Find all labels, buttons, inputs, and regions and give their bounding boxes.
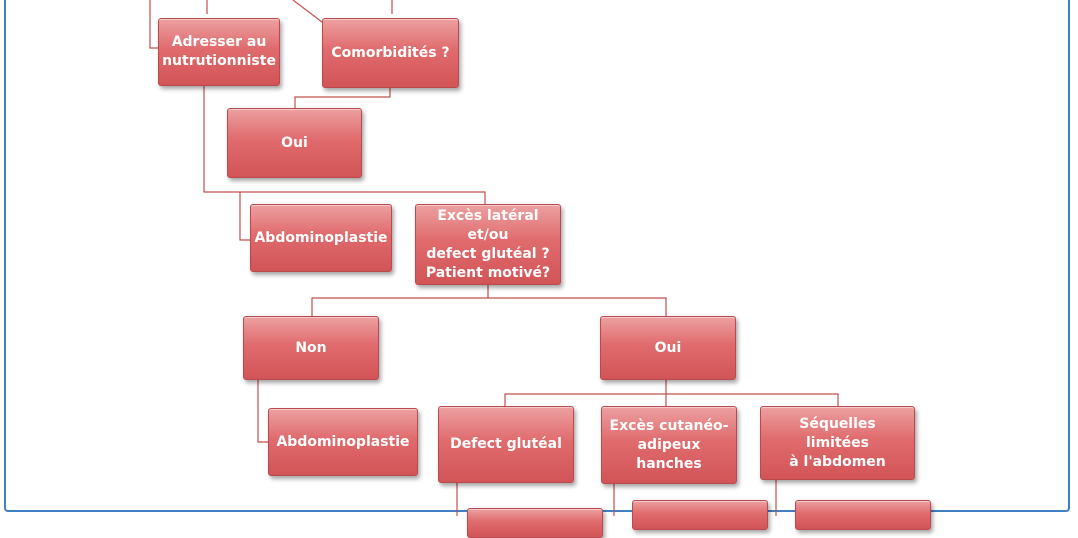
connector-lines (149, 0, 839, 516)
node-non-label: Non (295, 339, 327, 356)
node-sequelles: Séquelles limitées à l'abdomen (760, 406, 915, 480)
node-oui-2: Oui (600, 316, 736, 380)
node-oui-1: Oui (227, 108, 362, 178)
connector-non-abdominoplastie (257, 380, 268, 443)
node-non: Non (243, 316, 379, 380)
connector-top-left (149, 0, 158, 49)
connector-top-right (292, 0, 323, 23)
node-partial-bottom-2 (632, 500, 768, 530)
connector-oui-branch (504, 380, 839, 406)
node-exces-cutaneo: Excès cutanéo- adipeux hanches (601, 406, 737, 484)
node-exces-lateral-label: Excès latéral et/ou defect glutéal ? Pat… (425, 207, 551, 281)
node-partial-bottom-3 (795, 500, 931, 530)
node-abdominoplastie-1: Abdominoplastie (250, 204, 392, 272)
node-adresser-nutritionniste: Adresser au nutrutionniste (158, 18, 280, 86)
node-exces-lateral: Excès latéral et/ou defect glutéal ? Pat… (415, 204, 561, 285)
node-adresser-label: Adresser au nutrutionniste (162, 34, 276, 69)
node-abdominoplastie-1-label: Abdominoplastie (254, 229, 388, 246)
node-defect-gluteal-label: Defect glutéal (450, 436, 562, 452)
node-oui-1-label: Oui (281, 134, 308, 151)
node-abdominoplastie-2: Abdominoplastie (268, 408, 418, 476)
node-defect-gluteal: Defect glutéal (438, 406, 574, 483)
node-abdominoplastie-2-label: Abdominoplastie (276, 433, 410, 450)
connector-exces-branch (311, 285, 667, 316)
node-exces-cutaneo-label: Excès cutanéo- adipeux hanches (609, 417, 729, 472)
connector-abdominoplastie-1 (239, 192, 250, 241)
node-oui-2-label: Oui (654, 339, 682, 356)
connector-adresser-branch (203, 86, 486, 204)
node-comorbidites-label: Comorbidités ? (331, 44, 450, 61)
node-comorbidites: Comorbidités ? (322, 18, 459, 88)
connector-comorbidites-oui (294, 88, 391, 108)
node-partial-bottom-1 (467, 508, 603, 538)
node-sequelles-label: Séquelles limitées à l'abdomen (789, 415, 886, 470)
